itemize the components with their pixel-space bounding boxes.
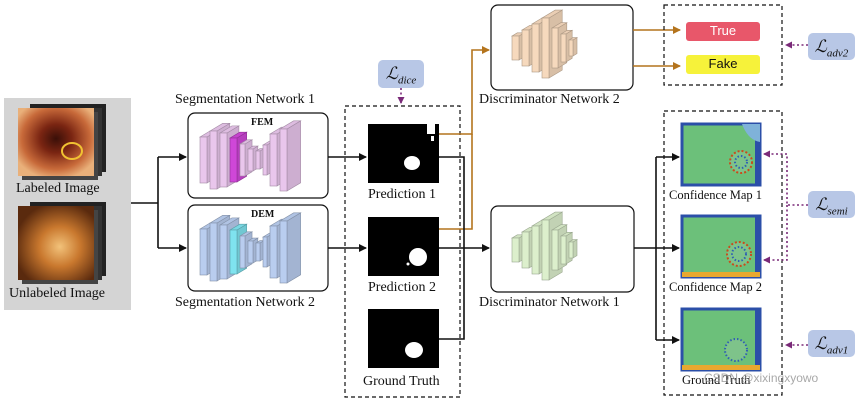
pred-to-disc1-arrows bbox=[439, 156, 490, 340]
loss-arrows bbox=[397, 41, 808, 349]
labeled-image bbox=[18, 108, 94, 176]
disc-net-2-layers bbox=[510, 9, 579, 79]
unlabeled-image bbox=[18, 206, 94, 280]
adv2-output-group bbox=[663, 4, 783, 86]
unlabeled-image-stack bbox=[18, 202, 106, 284]
prediction-1-mask bbox=[368, 124, 439, 183]
seg-net-1-layer-front bbox=[229, 137, 238, 183]
loss-adv1-badge: ℒadv1 bbox=[808, 330, 855, 357]
seg-net-1-layer-side bbox=[286, 120, 301, 192]
disc-net-2-layer-side bbox=[572, 37, 578, 57]
watermark: CSDN @xixingxyowo bbox=[704, 371, 819, 385]
input-panel bbox=[4, 98, 131, 310]
confidence-map-gt bbox=[680, 307, 762, 372]
fake-badge-bg bbox=[686, 55, 760, 74]
seg-net-1-layer-front bbox=[279, 128, 288, 192]
confidence-gt-label: Ground Truth bbox=[682, 373, 751, 387]
seg-net-1-title: Segmentation Network 1 bbox=[175, 92, 315, 107]
disc-net-1-layer-front bbox=[531, 225, 540, 275]
seg-net-1-layer-front bbox=[262, 144, 268, 176]
disc-net-1-title: Discriminator Network 1 bbox=[479, 295, 620, 310]
prediction-group bbox=[344, 105, 461, 398]
seg-net-1-layer-front bbox=[239, 143, 246, 177]
labeled-image-stack bbox=[18, 104, 106, 180]
confidence-map-2-label: Confidence Map 2 bbox=[669, 280, 763, 294]
confidence-map-1 bbox=[680, 122, 762, 187]
seg-net-1-layer-front bbox=[255, 150, 261, 170]
loss-semi-badge: ℒsemi bbox=[808, 191, 855, 218]
seg-net-2-layer-front bbox=[247, 240, 254, 264]
seg-net-2-layer-front bbox=[219, 224, 228, 280]
confidence-map-2 bbox=[680, 214, 762, 279]
input-arrows bbox=[131, 153, 187, 252]
orange-arrows bbox=[439, 26, 681, 230]
seg-net-1-layer-front bbox=[269, 133, 278, 187]
seg-to-pred-arrows bbox=[328, 153, 367, 252]
seg-net-2-layer-front bbox=[255, 242, 261, 262]
seg-net-2-layer-front bbox=[262, 236, 268, 268]
seg-net-1-layer-front bbox=[209, 130, 218, 190]
seg-net-2-layer-side bbox=[286, 212, 301, 284]
disc-net-2-layer-front bbox=[521, 29, 530, 67]
seg-net-2-layer-front bbox=[229, 229, 238, 275]
prediction-1-label: Prediction 1 bbox=[368, 187, 437, 202]
unlabeled-image-label: Unlabeled Image bbox=[9, 286, 106, 301]
disc-net-1-layer-front bbox=[521, 231, 530, 269]
loss-dice-badge: ℒdice bbox=[378, 60, 424, 88]
seg-net-2-layer-front bbox=[199, 228, 208, 276]
fem-label: FEM bbox=[251, 117, 274, 128]
ground-truth-label: Ground Truth bbox=[363, 374, 440, 389]
disc-net-1-layer-front bbox=[560, 235, 567, 265]
confidence-map-1-label: Confidence Map 1 bbox=[669, 188, 763, 202]
disc-net-1-layers bbox=[510, 211, 579, 281]
loss-adv2-badge: ℒadv2 bbox=[808, 33, 855, 60]
dem-label: DEM bbox=[251, 209, 275, 220]
prediction-2-mask bbox=[368, 217, 439, 276]
seg-net-1-layer-front bbox=[199, 136, 208, 184]
seg-net-2-layer-front bbox=[209, 222, 218, 282]
disc-net-1-layer-front bbox=[541, 219, 550, 281]
seg-net-2-layers bbox=[198, 212, 302, 284]
ground-truth-mask bbox=[368, 309, 439, 368]
seg-net-2-layer-front bbox=[239, 235, 246, 269]
seg-net-1-layer-front bbox=[219, 132, 228, 188]
prediction-2-label: Prediction 2 bbox=[368, 280, 437, 295]
seg-net-2-title: Segmentation Network 2 bbox=[175, 295, 315, 310]
disc-net-2-title: Discriminator Network 2 bbox=[479, 92, 620, 107]
disc-net-2-layer-front bbox=[531, 23, 540, 73]
disc-net-2-layer-front bbox=[568, 39, 574, 57]
disc-net-2-layer-front bbox=[560, 33, 567, 63]
labeled-image-label: Labeled Image bbox=[16, 181, 100, 196]
seg-net-2-layer-front bbox=[279, 220, 288, 284]
confidence-map-group bbox=[663, 110, 783, 396]
disc-net-2-layer-front bbox=[511, 35, 520, 61]
disc-net-1-layer-front bbox=[551, 229, 559, 271]
polyp-outline bbox=[61, 142, 83, 160]
disc-net-2-layer-front bbox=[541, 17, 550, 79]
fake-label: Fake bbox=[708, 56, 738, 71]
disc-net-1-layer-front bbox=[568, 241, 574, 259]
seg-net-1-layer-front bbox=[247, 148, 254, 172]
disc-net-1-layer-side bbox=[572, 239, 578, 259]
disc-net-2-layer-front bbox=[551, 27, 559, 69]
disc-net-1-layer-front bbox=[511, 237, 520, 263]
seg-net-2-layer-front bbox=[269, 225, 278, 279]
true-badge-bg bbox=[686, 22, 760, 41]
seg-net-1-layers bbox=[198, 120, 302, 192]
true-label: True bbox=[709, 23, 737, 38]
disc1-to-maps-arrows bbox=[634, 153, 680, 344]
